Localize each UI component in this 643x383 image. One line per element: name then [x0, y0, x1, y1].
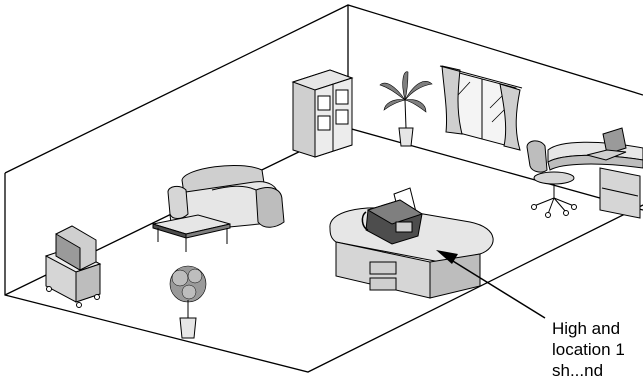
callout-text: High and location 1 sh...nd — [552, 318, 643, 383]
plant-icon — [170, 266, 206, 338]
callout-line-3: sh...nd — [552, 360, 643, 381]
window-icon — [440, 66, 522, 150]
callout-line-1: High and — [552, 318, 643, 339]
plant-icon — [380, 72, 432, 146]
callout-line-2: location 1 — [552, 339, 643, 360]
room-outline — [5, 5, 643, 372]
coffee-table-icon — [153, 215, 230, 252]
tv-icon — [46, 226, 100, 308]
wardrobe-icon — [293, 70, 352, 157]
